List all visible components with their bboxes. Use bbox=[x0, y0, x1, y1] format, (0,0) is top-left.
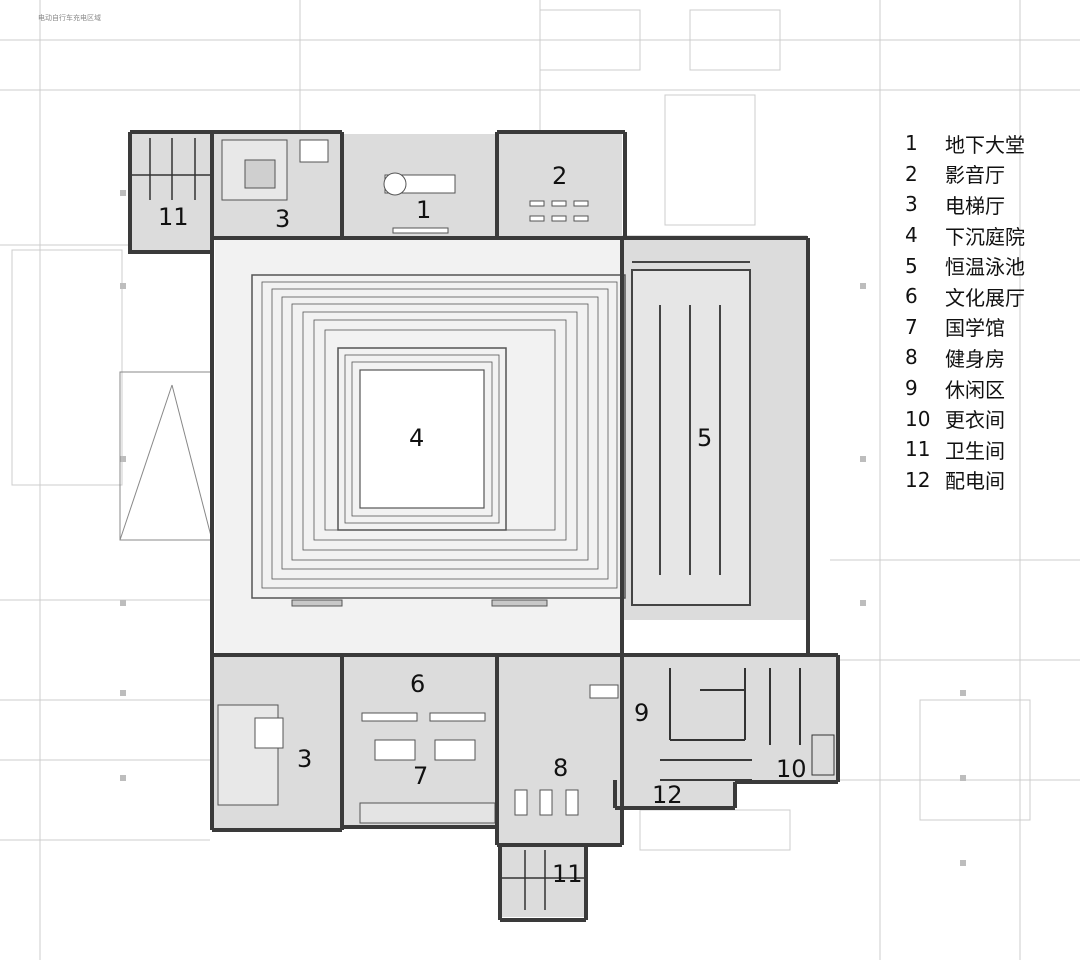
caption-text: 电动自行车充电区域 bbox=[38, 13, 101, 22]
room-label-11-top: 11 bbox=[158, 203, 189, 231]
room-label-5: 5 bbox=[697, 424, 712, 452]
gym-equipment bbox=[514, 684, 619, 816]
room-label-4: 4 bbox=[409, 424, 424, 452]
swimming-pool bbox=[631, 261, 751, 606]
room-label-12: 12 bbox=[652, 781, 683, 809]
room-label-2: 2 bbox=[552, 162, 567, 190]
elevator-core-bottom bbox=[217, 704, 284, 806]
walls bbox=[128, 130, 840, 922]
room-label-10: 10 bbox=[776, 755, 807, 783]
lobby-details bbox=[383, 172, 456, 234]
building-fills bbox=[132, 134, 837, 917]
room-label-8: 8 bbox=[553, 754, 568, 782]
room-label-6: 6 bbox=[410, 670, 425, 698]
changing-room-partitions bbox=[669, 668, 835, 776]
theater-seats bbox=[529, 200, 589, 222]
toilet-partitions bbox=[132, 138, 585, 910]
room-label-3-bottom: 3 bbox=[297, 745, 312, 773]
room-label-9: 9 bbox=[634, 699, 649, 727]
room-label-11-bottom: 11 bbox=[552, 860, 583, 888]
room-label-7: 7 bbox=[413, 762, 428, 790]
elevator-core-top bbox=[221, 139, 329, 201]
sunken-courtyard bbox=[215, 238, 626, 654]
gallery-furniture bbox=[359, 712, 496, 824]
room-label-1: 1 bbox=[416, 196, 431, 224]
room-label-3-top: 3 bbox=[275, 205, 290, 233]
column-grid bbox=[120, 190, 966, 866]
room-number-labels: 1 2 3 4 5 6 7 8 9 10 11 11 12 3 bbox=[158, 162, 807, 888]
escalator bbox=[119, 371, 213, 541]
